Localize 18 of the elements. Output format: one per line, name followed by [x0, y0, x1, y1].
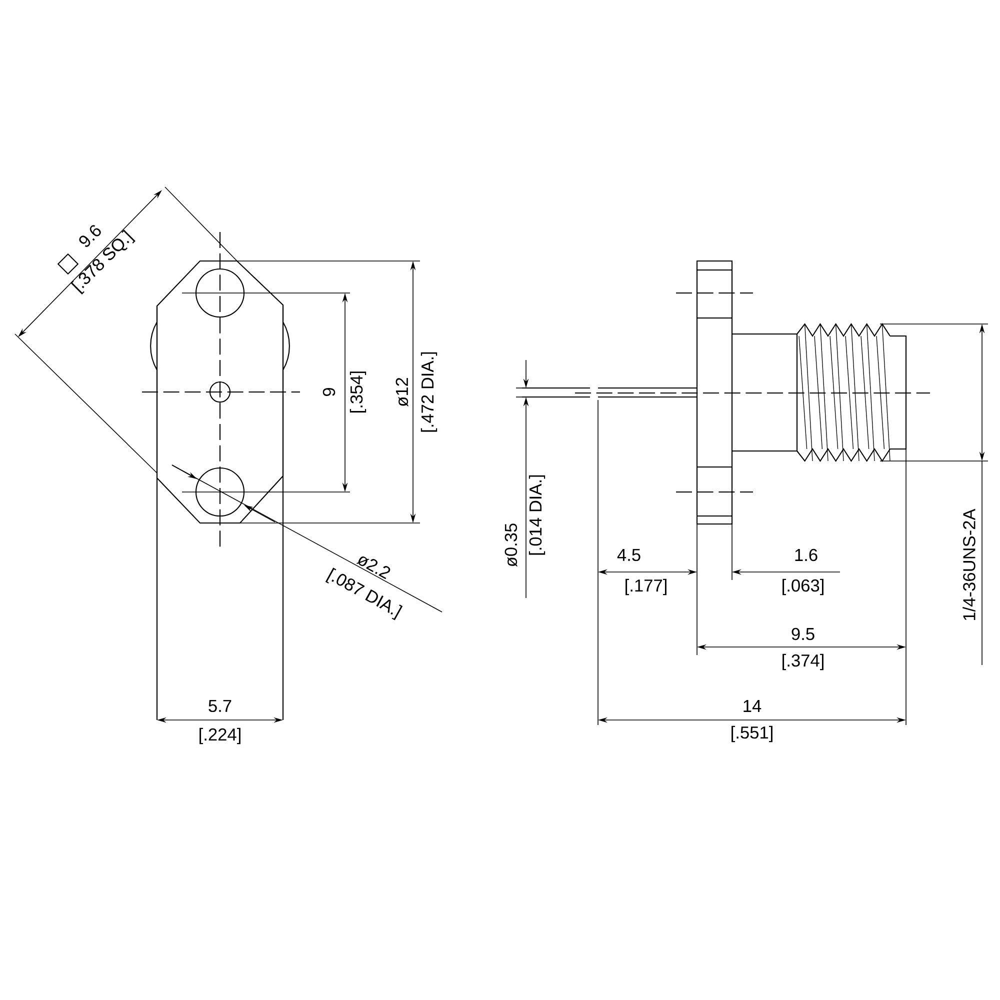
dimension-text: [.014 DIA.]	[528, 475, 546, 555]
dimension-text: ø12	[396, 378, 408, 407]
dimension-text: [.177]	[626, 578, 666, 596]
dimension-text: 4.5	[617, 548, 640, 562]
dimension-text: [.224]	[200, 728, 240, 744]
dimension-text: [.551]	[732, 726, 772, 742]
dimension-text: 1.6	[795, 548, 818, 562]
dimension-text: [.354]	[350, 372, 366, 412]
dimension-text: [.063]	[782, 578, 824, 596]
dimension-text: 14	[744, 700, 762, 712]
dimension-text: 5.7	[208, 700, 232, 712]
dimension-text: 9.6	[79, 225, 101, 247]
dimension-text: [.374]	[782, 654, 824, 670]
dimension-text: 1/4-36UNS-2A	[962, 508, 976, 620]
dimension-text: ø0.35	[504, 524, 518, 567]
dimension-text: 9	[322, 388, 336, 396]
dimension-text: [.472 DIA.]	[420, 352, 438, 432]
dimension-text: 9.5	[792, 628, 814, 640]
